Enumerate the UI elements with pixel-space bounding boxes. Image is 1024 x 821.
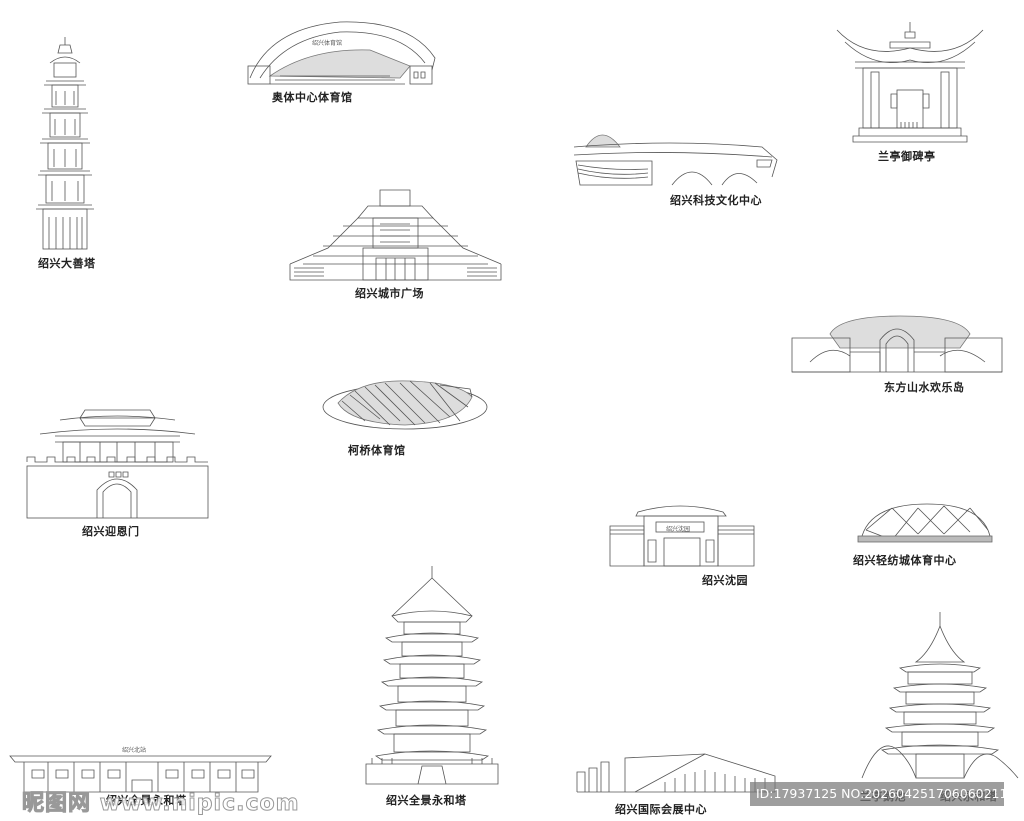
landmark-label: 兰亭御碑亭 — [878, 150, 936, 163]
landmark-label: 绍兴大善塔 — [38, 257, 96, 270]
landmark-city-square: 绍兴城市广场 — [288, 188, 503, 303]
station-drawing — [9, 755, 272, 793]
sign-text: 绍兴体育馆 — [312, 40, 343, 47]
landmark-yonghe-pagoda: 绍兴全景永和塔 — [362, 566, 502, 811]
landmark-label: 柯桥体育馆 — [348, 444, 406, 457]
garden-gate-drawing — [609, 505, 755, 567]
landmark-label: 绍兴迎恩门 — [82, 525, 140, 538]
culture-center-drawing — [573, 134, 778, 186]
landmark-keqiao-gymnasium: 柯桥体育馆 — [320, 375, 490, 460]
landmark-oriental-water-park: 东方山水欢乐岛 — [790, 312, 1005, 397]
landmark-label: 奥体中心体育馆 — [272, 91, 353, 104]
water-park-drawing — [791, 315, 1003, 373]
landmark-label: 绍兴轻纺城体育中心 — [853, 554, 957, 567]
pagoda-drawing — [861, 612, 1019, 779]
gymnasium-drawing — [322, 380, 488, 430]
landmark-sci-tech-culture-center: 绍兴科技文化中心 — [572, 125, 782, 210]
city-gate-drawing — [26, 409, 209, 519]
id-watermark: ID:17937125 NO:20260425170606021102 — [750, 782, 1023, 806]
landmark-shen-garden: 绍兴沈园 绍兴沈园 — [608, 500, 758, 588]
sign-text: 绍兴沈园 — [666, 526, 691, 533]
pagoda-drawing — [36, 37, 94, 250]
landmark-intl-expo-center: 绍兴国际会展中心 — [575, 752, 780, 817]
landmark-north-station: 绍兴北站 绍兴全景永和塔 — [8, 747, 273, 808]
landmark-olympic-sports-center: 绍兴体育馆 奥体中心体育馆 — [240, 18, 440, 108]
landmark-lanting-stele-pavilion: 兰亭御碑亭 — [835, 20, 985, 165]
sports-center-drawing — [857, 503, 993, 543]
landmark-label: 绍兴城市广场 — [355, 287, 424, 300]
landmark-label: 绍兴全景永和塔 — [106, 794, 187, 807]
expo-center-drawing — [576, 753, 776, 793]
landmark-textile-city-sports-center: 绍兴轻纺城体育中心 — [852, 500, 993, 570]
landmark-yingen-gate: 绍兴迎恩门 — [25, 402, 210, 538]
stadium-drawing — [247, 21, 436, 85]
sign-text: 绍兴北站 — [122, 747, 147, 754]
site-watermark: 昵图网 www.nipic.com — [22, 791, 300, 817]
landmark-right-pagoda: 兰亭鹅池 绍兴永和塔 — [860, 612, 1020, 807]
city-square-drawing — [289, 189, 502, 281]
landmark-label: 绍兴国际会展中心 — [615, 803, 707, 816]
landmark-label: 绍兴沈园 — [702, 574, 748, 587]
pagoda-drawing — [365, 566, 499, 785]
landmark-dashan-pagoda: 绍兴大善塔 — [30, 35, 100, 270]
pavilion-drawing — [836, 22, 984, 143]
landmark-label: 绍兴全景永和塔 — [386, 794, 467, 807]
landmark-label: 绍兴科技文化中心 — [670, 194, 762, 207]
landmark-label: 东方山水欢乐岛 — [884, 381, 965, 394]
